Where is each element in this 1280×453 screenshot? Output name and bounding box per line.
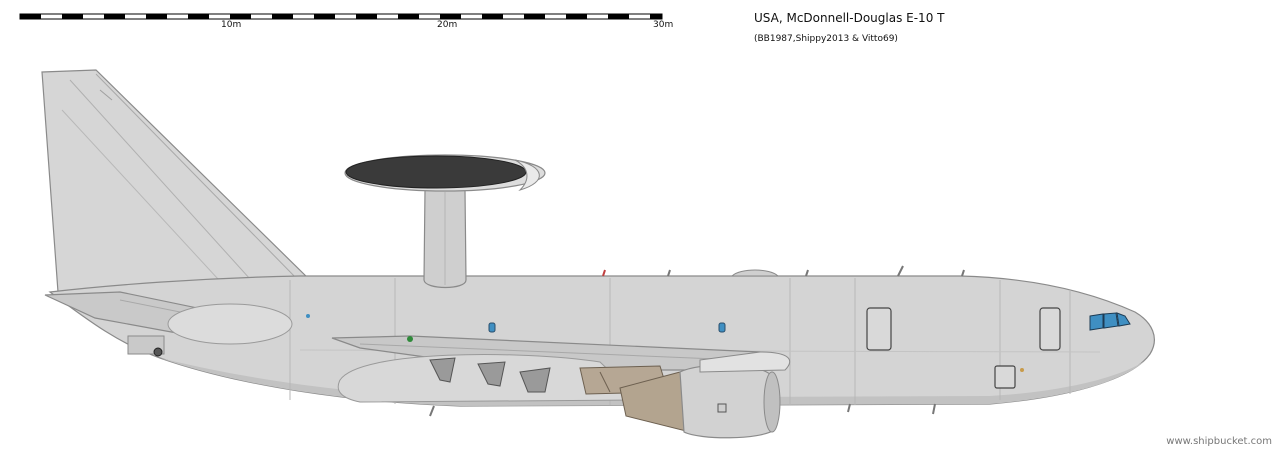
drawing-title: USA, McDonnell-Douglas E-10 T [754,11,945,25]
scale-bar-segments [20,14,662,19]
door-mid [866,307,892,351]
vertical-stabilizer [41,69,313,301]
ventral-antennas [429,403,936,417]
scale-label-30m: 30m [653,20,674,30]
hatch-front [994,365,1016,389]
scale-label-10m: 10m [221,20,242,30]
dorsal-antennas [602,265,965,277]
site-watermark: www.shipbucket.com [1166,436,1272,447]
drawing-credits: (BB1987,Shippy2013 & Vitto69) [754,34,898,44]
door-front [1039,307,1061,351]
engine-nacelle [619,351,791,439]
scale-bar [19,13,663,20]
horizontal-stabilizer [44,291,293,345]
fuselage-details [306,307,1061,389]
cockpit [1089,312,1131,331]
window-aft [488,322,496,333]
window-mid [718,322,726,333]
scale-label-20m: 20m [437,20,458,30]
radome-assembly [344,154,546,289]
